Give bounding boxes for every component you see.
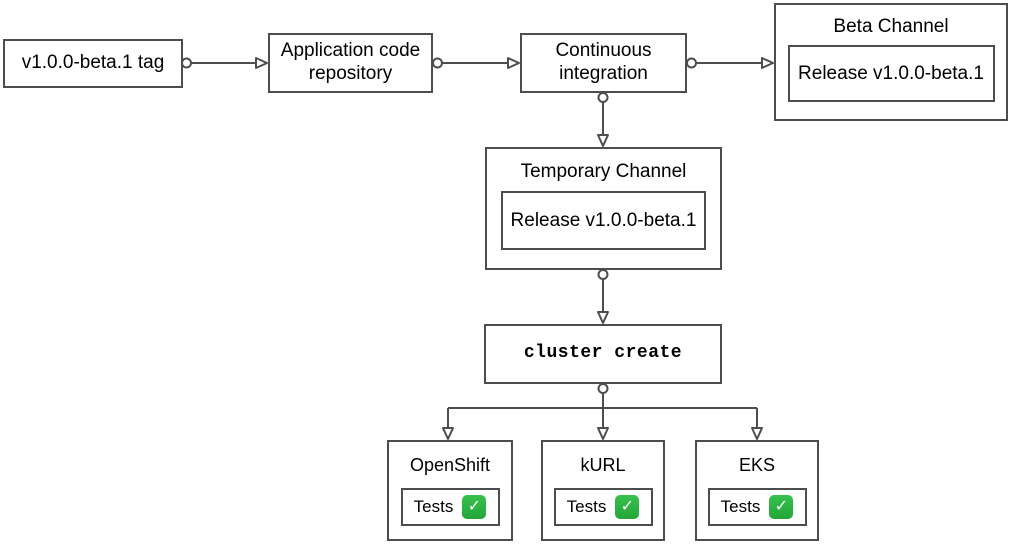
kurl-tests-box: Tests ✓ xyxy=(553,488,653,526)
check-mark-icon: ✓ xyxy=(769,495,794,519)
beta-channel-release-label: Release v1.0.0-beta.1 xyxy=(798,62,984,84)
node-cluster-create: cluster create xyxy=(484,324,722,384)
eks-tests-label: Tests xyxy=(720,497,761,516)
node-beta-channel: Beta Channel Release v1.0.0-beta.1 xyxy=(774,3,1008,121)
eks-title: EKS xyxy=(738,455,776,475)
openshift-title: OpenShift xyxy=(409,455,491,475)
beta-channel-release-box: Release v1.0.0-beta.1 xyxy=(787,45,995,102)
node-application-code-repository: Application code repository xyxy=(268,33,433,93)
temporary-channel-release-box: Release v1.0.0-beta.1 xyxy=(501,191,706,250)
check-mark-icon: ✓ xyxy=(462,495,487,519)
repository-label: Application code repository xyxy=(280,40,421,84)
node-temporary-channel: Temporary Channel Release v1.0.0-beta.1 xyxy=(485,147,722,270)
node-cluster-eks: EKS Tests ✓ xyxy=(695,440,819,541)
kurl-tests-label: Tests xyxy=(566,497,607,516)
eks-tests-box: Tests ✓ xyxy=(707,488,807,526)
node-cluster-kurl: kURL Tests ✓ xyxy=(541,440,665,541)
temporary-channel-title: Temporary Channel xyxy=(520,161,687,182)
check-mark-icon: ✓ xyxy=(615,495,640,519)
openshift-tests-box: Tests ✓ xyxy=(400,488,500,526)
beta-channel-title: Beta Channel xyxy=(833,16,949,37)
temporary-channel-release-label: Release v1.0.0-beta.1 xyxy=(510,209,697,231)
kurl-title: kURL xyxy=(580,455,626,475)
cluster-create-label: cluster create xyxy=(523,343,683,364)
node-continuous-integration: Continuous integration xyxy=(520,33,687,93)
version-tag-label: v1.0.0-beta.1 tag xyxy=(21,52,165,74)
openshift-tests-label: Tests xyxy=(413,497,454,516)
node-version-tag: v1.0.0-beta.1 tag xyxy=(3,39,183,88)
node-cluster-openshift: OpenShift Tests ✓ xyxy=(387,440,513,541)
continuous-integration-label: Continuous integration xyxy=(555,40,652,84)
